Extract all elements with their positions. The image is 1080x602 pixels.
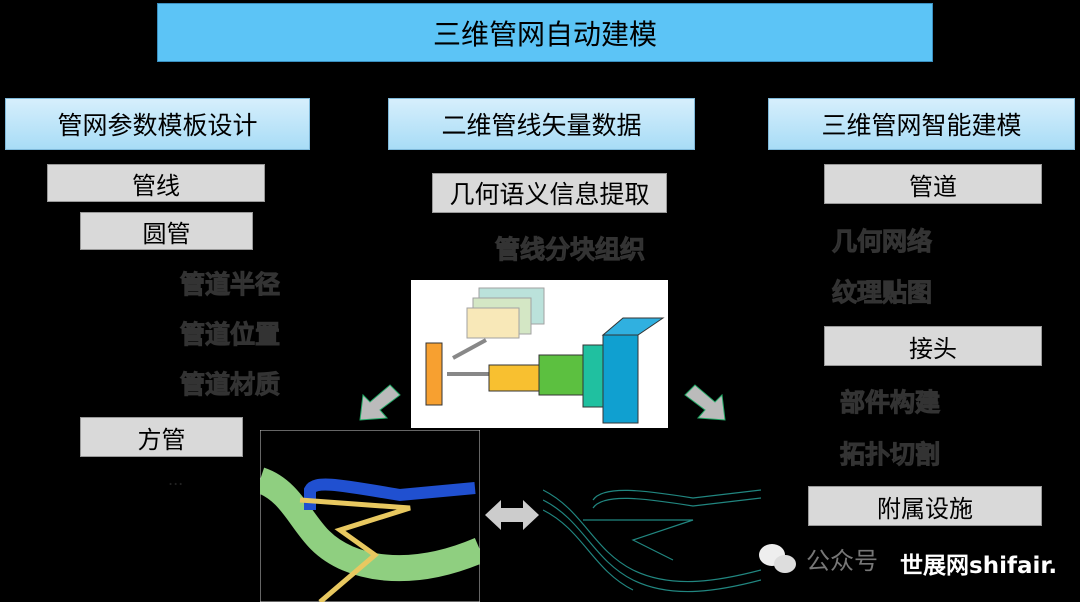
label-pipe-radius: 管道半径: [179, 270, 281, 300]
label-pipe-position: 管道位置: [179, 320, 281, 350]
label-pipe-material: 管道材质: [179, 370, 281, 400]
header-template-design: 管网参数模板设计: [5, 98, 310, 150]
box-facilities: 附属设施: [808, 486, 1042, 526]
watermark-site: 世展网shifair.: [900, 553, 1058, 579]
box-geometry-extraction: 几何语义信息提取: [432, 173, 667, 213]
pipe-3d-render-image: [260, 430, 480, 602]
box-pipeline: 管线: [47, 164, 265, 202]
wechat-icon: [759, 544, 796, 573]
cnn-diagram-image: [411, 280, 668, 428]
box-pipe: 管道: [824, 164, 1042, 204]
main-title: 三维管网自动建模: [157, 3, 933, 62]
double-arrow-icon: [485, 500, 539, 530]
pipe-wireframe-image: [543, 430, 761, 602]
box-square-pipe: 方管: [80, 417, 243, 457]
arrow-down-right-icon: [684, 384, 726, 421]
label-ellipsis: ...: [168, 470, 184, 489]
box-round-pipe: 圆管: [80, 212, 253, 250]
orange-layer: [425, 342, 443, 406]
label-geometry-network: 几何网络: [831, 227, 933, 257]
header-2d-vector-data: 二维管线矢量数据: [388, 98, 695, 150]
label-texture-mapping: 纹理贴图: [831, 278, 933, 308]
header-3d-modeling: 三维管网智能建模: [768, 98, 1075, 150]
label-component-build: 部件构建: [839, 388, 941, 418]
arrow-down-left-icon: [359, 384, 401, 421]
box-joint: 接头: [824, 326, 1042, 366]
label-block-organization: 管线分块组织: [494, 235, 646, 265]
label-topology-cut: 拓扑切割: [839, 440, 941, 470]
watermark-wechat-label: 公众号: [806, 547, 878, 575]
